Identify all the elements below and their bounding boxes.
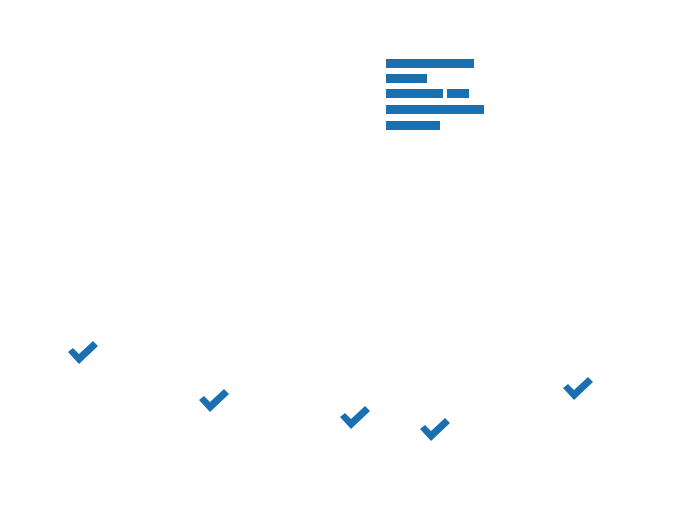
checkmark-icon[interactable]: [563, 376, 593, 402]
checkmark-icon[interactable]: [420, 417, 450, 443]
text-line: [386, 105, 484, 114]
text-lines-icon: [386, 59, 496, 131]
text-line: [386, 89, 443, 98]
checkmark-icon[interactable]: [340, 405, 370, 431]
text-line: [386, 121, 440, 130]
checkmark-icon[interactable]: [199, 388, 229, 414]
text-line: [386, 74, 427, 83]
text-line: [386, 59, 474, 68]
text-line: [447, 89, 469, 98]
checkmark-icon[interactable]: [68, 340, 98, 366]
